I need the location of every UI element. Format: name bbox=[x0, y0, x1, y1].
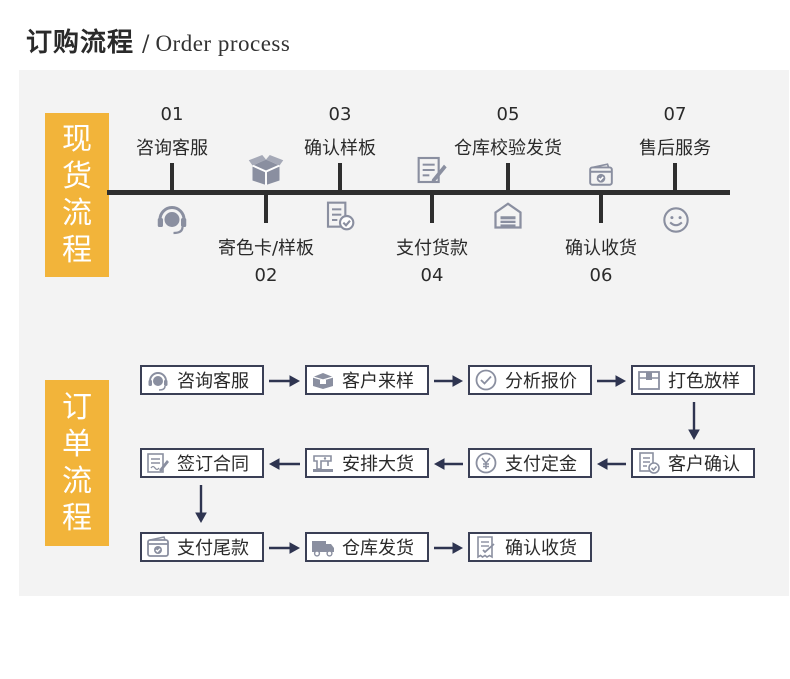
stock-flow-label-char: 流 bbox=[62, 196, 92, 231]
arrow-left-icon bbox=[596, 458, 626, 470]
timeline-tick bbox=[170, 163, 174, 191]
step-number: 05 bbox=[496, 104, 520, 125]
order-flow-label-char: 单 bbox=[62, 427, 92, 462]
order-step-label: 安排大货 bbox=[342, 454, 414, 475]
arrow-right-icon bbox=[434, 542, 464, 554]
process-panel bbox=[19, 70, 789, 596]
order-step: 分析报价 bbox=[468, 365, 592, 395]
order-step: 客户确认 bbox=[631, 448, 755, 478]
stock-flow-label-char: 程 bbox=[62, 233, 92, 268]
page-title-en: Order process bbox=[155, 31, 291, 56]
step-label: 咨询客服 bbox=[136, 138, 208, 159]
timeline-tick bbox=[599, 195, 603, 223]
order-step: 支付定金 bbox=[468, 448, 592, 478]
arrow-right-icon bbox=[597, 375, 627, 387]
step-number: 06 bbox=[589, 265, 613, 286]
page-title-zh: 订购流程 bbox=[26, 28, 135, 58]
order-flow-label-char: 程 bbox=[62, 501, 92, 536]
order-step: 咨询客服 bbox=[140, 365, 264, 395]
order-step-label: 打色放样 bbox=[668, 371, 740, 392]
step-number: 07 bbox=[663, 104, 687, 125]
order-step: 支付尾款 bbox=[140, 532, 264, 562]
order-step-label: 客户来样 bbox=[342, 371, 414, 392]
step-number: 02 bbox=[254, 265, 278, 286]
stock-flow-label-char: 现 bbox=[62, 122, 92, 157]
timeline-tick bbox=[430, 195, 434, 223]
step-label: 确认收货 bbox=[565, 238, 637, 259]
order-step-label: 客户确认 bbox=[668, 454, 740, 475]
arrow-left-icon bbox=[268, 458, 300, 470]
order-step: 仓库发货 bbox=[305, 532, 429, 562]
stock-timeline-bar bbox=[107, 190, 730, 195]
step-label: 售后服务 bbox=[639, 138, 711, 159]
order-step-label: 分析报价 bbox=[505, 371, 577, 392]
step-label: 寄色卡/样板 bbox=[217, 238, 315, 259]
stock-flow-label: 现 货 流 程 bbox=[45, 113, 109, 277]
order-step-label: 支付定金 bbox=[505, 454, 577, 475]
arrow-right-icon bbox=[269, 542, 301, 554]
order-step-label: 确认收货 bbox=[505, 538, 577, 559]
arrow-left-icon bbox=[433, 458, 463, 470]
timeline-tick bbox=[264, 195, 268, 223]
stock-flow-label-char: 货 bbox=[62, 159, 92, 194]
step-number: 03 bbox=[328, 104, 352, 125]
page-header: 订购流程 /Order process bbox=[26, 22, 290, 62]
arrow-right-icon bbox=[269, 375, 301, 387]
timeline-tick bbox=[673, 163, 677, 191]
order-flow-label: 订 单 流 程 bbox=[45, 380, 109, 546]
order-step: 确认收货 bbox=[468, 532, 592, 562]
title-separator: / bbox=[142, 32, 150, 57]
arrow-down-icon bbox=[195, 485, 207, 524]
order-step: 签订合同 bbox=[140, 448, 264, 478]
arrow-down-icon bbox=[688, 402, 700, 441]
order-step-label: 签订合同 bbox=[177, 454, 249, 475]
order-step-label: 咨询客服 bbox=[177, 371, 249, 392]
step-number: 01 bbox=[160, 104, 184, 125]
timeline-tick bbox=[506, 163, 510, 191]
order-flow-label-char: 订 bbox=[62, 390, 92, 425]
timeline-tick bbox=[338, 163, 342, 191]
order-step-label: 仓库发货 bbox=[342, 538, 414, 559]
step-number: 04 bbox=[420, 265, 444, 286]
order-step-label: 支付尾款 bbox=[177, 538, 249, 559]
step-label: 支付货款 bbox=[396, 238, 468, 259]
step-label: 确认样板 bbox=[304, 138, 376, 159]
order-step: 安排大货 bbox=[305, 448, 429, 478]
arrow-right-icon bbox=[434, 375, 464, 387]
order-flow-label-char: 流 bbox=[62, 464, 92, 499]
order-step: 客户来样 bbox=[305, 365, 429, 395]
order-step: 打色放样 bbox=[631, 365, 755, 395]
step-label: 仓库校验发货 bbox=[454, 138, 562, 159]
